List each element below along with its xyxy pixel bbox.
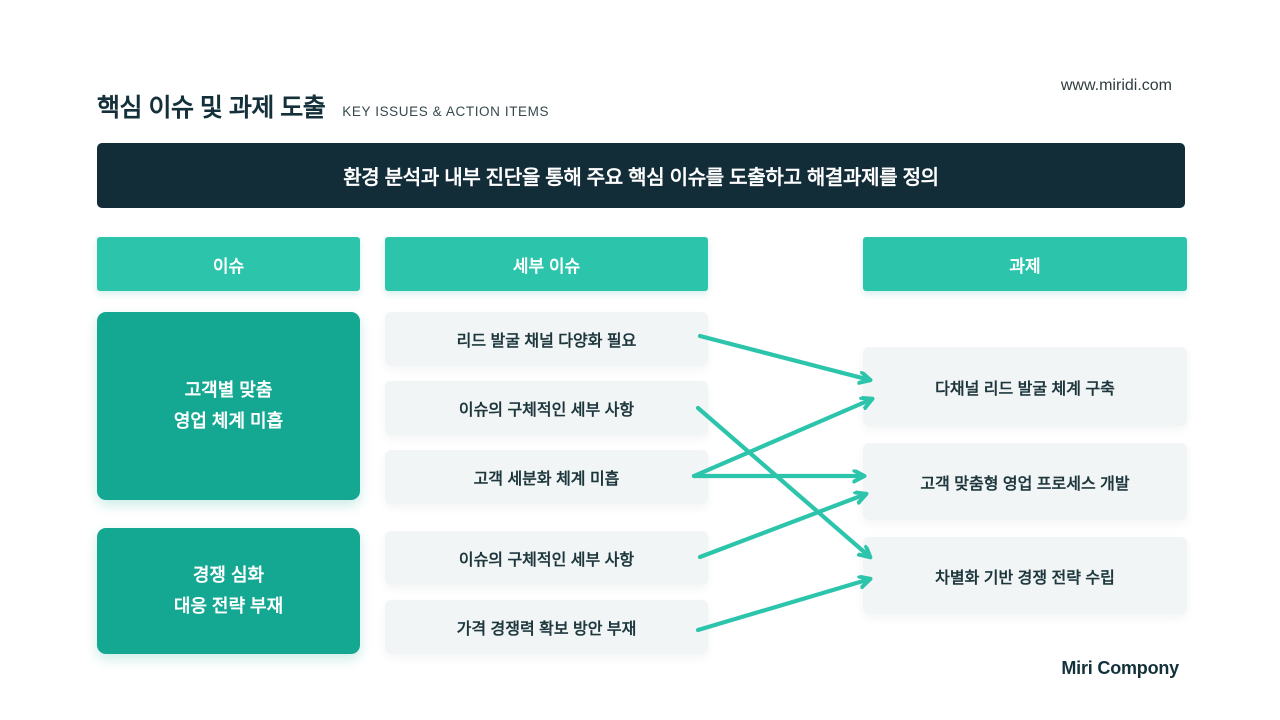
sub-issue-card: 이슈의 구체적인 세부 사항 [385, 381, 708, 435]
summary-banner-text: 환경 분석과 내부 진단을 통해 주요 핵심 이슈를 도출하고 해결과제를 정의 [343, 167, 939, 189]
task-card: 고객 맞춤형 영업 프로세스 개발 [863, 443, 1187, 520]
connection-arrow [697, 494, 866, 560]
column-header-tasks: 과제 [863, 237, 1187, 291]
page-title: 핵심 이슈 및 과제 도출 [97, 94, 326, 122]
sub-issue-card: 가격 경쟁력 확보 방안 부재 [385, 600, 708, 654]
connection-arrow [697, 333, 870, 380]
task-card: 다채널 리드 발굴 체계 구축 [863, 347, 1187, 426]
column-header-sub-issues: 세부 이슈 [385, 237, 708, 291]
issue-box-line: 영업 체계 미흡 [173, 411, 284, 431]
connection-arrow [695, 405, 870, 557]
website-url: www.miridi.com [1060, 77, 1172, 94]
page-subtitle: KEY ISSUES & ACTION ITEMS [342, 104, 550, 119]
slide-header: 핵심 이슈 및 과제 도출 KEY ISSUES & ACTION ITEMS [97, 88, 549, 124]
issue-box-line: 대응 전략 부재 [173, 596, 284, 616]
issue-box: 고객별 맞춤 영업 체계 미흡 [97, 312, 360, 500]
sub-issue-card: 이슈의 구체적인 세부 사항 [385, 531, 708, 585]
sub-issue-card: 리드 발굴 채널 다양화 필요 [385, 312, 708, 366]
company-brand: Miri Compony [1061, 658, 1179, 678]
issue-box-line: 경쟁 심화 [192, 564, 265, 585]
issue-box: 경쟁 심화 대응 전략 부재 [97, 528, 360, 654]
sub-issue-card: 고객 세분화 체계 미흡 [385, 450, 708, 504]
connection-arrow [691, 399, 872, 479]
issue-box-line: 고객별 맞춤 [184, 379, 273, 400]
summary-banner: 환경 분석과 내부 진단을 통해 주요 핵심 이슈를 도출하고 해결과제를 정의 [97, 143, 1185, 208]
column-header-issues: 이슈 [97, 237, 360, 291]
connection-arrow [695, 579, 870, 633]
task-card: 차별화 기반 경쟁 전략 수립 [863, 537, 1187, 614]
